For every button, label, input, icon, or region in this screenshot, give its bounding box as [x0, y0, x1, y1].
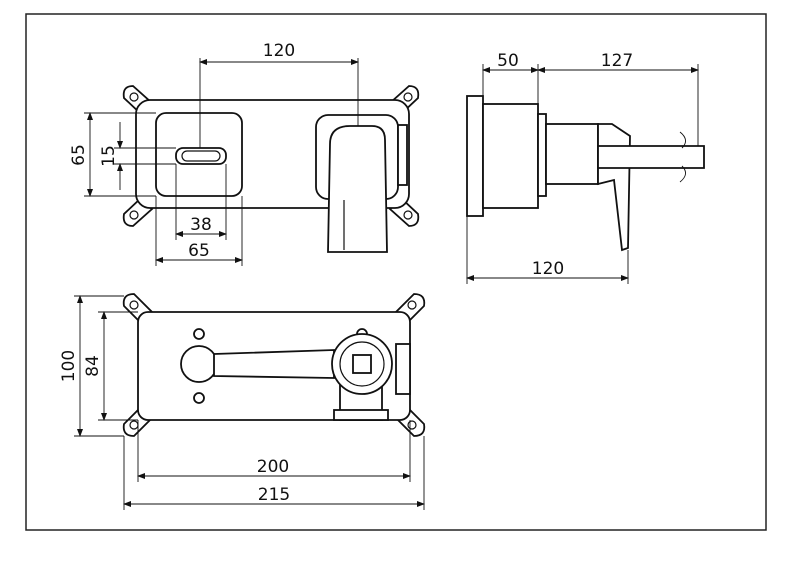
- side-view: [466, 95, 705, 252]
- valve-inner: [339, 341, 385, 387]
- dim-outer-height: 100: [59, 350, 79, 382]
- body-view-dimensions: 100 84 200 215: [59, 295, 425, 510]
- valve-outlet: [333, 409, 389, 421]
- dim-slot-width: 38: [190, 215, 212, 235]
- front-view: [122, 85, 420, 253]
- spout-body: [327, 125, 388, 253]
- dim-outer-width: 215: [258, 485, 290, 505]
- dim-spout-reach: 127: [601, 51, 633, 71]
- left-port: [180, 345, 218, 383]
- left-port-screw-bottom: [193, 392, 205, 404]
- dim-inner-height: 84: [83, 355, 103, 377]
- dim-slot-height: 15: [99, 145, 119, 167]
- body-side-fitting: [395, 343, 411, 395]
- dim-depth: 50: [497, 51, 519, 71]
- drawing-frame: [25, 13, 767, 531]
- side-stem: [545, 123, 599, 185]
- dim-plate-height: 65: [69, 144, 89, 166]
- water-channel: [213, 349, 335, 379]
- body-view: [122, 293, 426, 437]
- spout-plate-edge: [397, 124, 408, 186]
- side-handle: [597, 123, 631, 252]
- valve-square-stem: [352, 354, 372, 374]
- front-view-dimensions: 120 65 15 38 65: [69, 41, 359, 266]
- left-port-screw-top: [193, 328, 205, 340]
- side-view-dimensions: 50 127 120: [466, 51, 699, 284]
- control-slot: [175, 147, 227, 165]
- dim-inner-width: 200: [257, 457, 289, 477]
- dim-spout-offset: 120: [263, 41, 295, 61]
- side-box-body: [482, 103, 539, 209]
- side-spout-arm: [597, 145, 705, 169]
- dim-overall-depth: 120: [532, 259, 564, 279]
- control-slot-inner: [181, 150, 221, 162]
- rotation-arrow-bottom: [679, 165, 686, 183]
- side-wall-flange: [466, 95, 484, 217]
- dim-plate-width: 65: [188, 241, 210, 261]
- side-box-lip: [537, 113, 547, 197]
- rotation-arrow-top: [679, 131, 686, 149]
